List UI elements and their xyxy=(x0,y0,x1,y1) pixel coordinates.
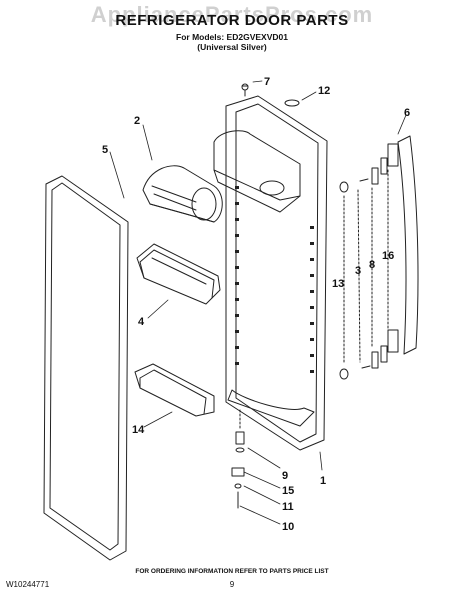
callout-5: 5 xyxy=(102,144,108,156)
page-title: REFRIGERATOR DOOR PARTS xyxy=(115,12,349,29)
callout-11: 11 xyxy=(282,501,294,513)
callout-3: 3 xyxy=(355,265,361,277)
color-line: (Universal Silver) xyxy=(197,42,267,52)
callout-4: 4 xyxy=(138,316,145,328)
door-plug xyxy=(284,99,300,107)
callout-8: 8 xyxy=(369,259,375,271)
door-shelf xyxy=(134,363,215,417)
callout-15: 15 xyxy=(282,485,294,497)
callout-9: 9 xyxy=(282,470,288,482)
callout-16: 16 xyxy=(382,250,394,262)
models-line: For Models: ED2GVEXVD01 xyxy=(176,32,288,42)
liner-shelf-slots xyxy=(235,186,314,373)
hinge-cap-screw xyxy=(241,83,249,97)
callout-2: 2 xyxy=(134,115,140,127)
callout-7: 7 xyxy=(264,76,270,88)
callout-10: 10 xyxy=(282,521,294,533)
watermark: AppliancePartsPros.com xyxy=(90,2,374,27)
door-liner xyxy=(213,95,328,451)
door-bin xyxy=(136,243,221,305)
lower-hinge-hardware xyxy=(231,431,245,509)
ordering-note: FOR ORDERING INFORMATION REFER TO PARTS … xyxy=(135,568,329,575)
callout-13: 13 xyxy=(332,278,344,290)
callout-1: 1 xyxy=(320,475,326,487)
callout-12: 12 xyxy=(318,85,330,97)
page-number: 9 xyxy=(229,580,235,589)
dispenser-cover xyxy=(142,165,223,223)
callout-6: 6 xyxy=(404,107,410,119)
handle-mounting-hardware xyxy=(339,157,388,380)
leader-lines xyxy=(109,80,407,525)
hardware-alignment-lines xyxy=(343,169,389,365)
door-gasket xyxy=(43,175,129,561)
door-handle xyxy=(387,135,419,355)
callout-14: 14 xyxy=(132,424,145,436)
document-number: W10244771 xyxy=(6,580,50,589)
